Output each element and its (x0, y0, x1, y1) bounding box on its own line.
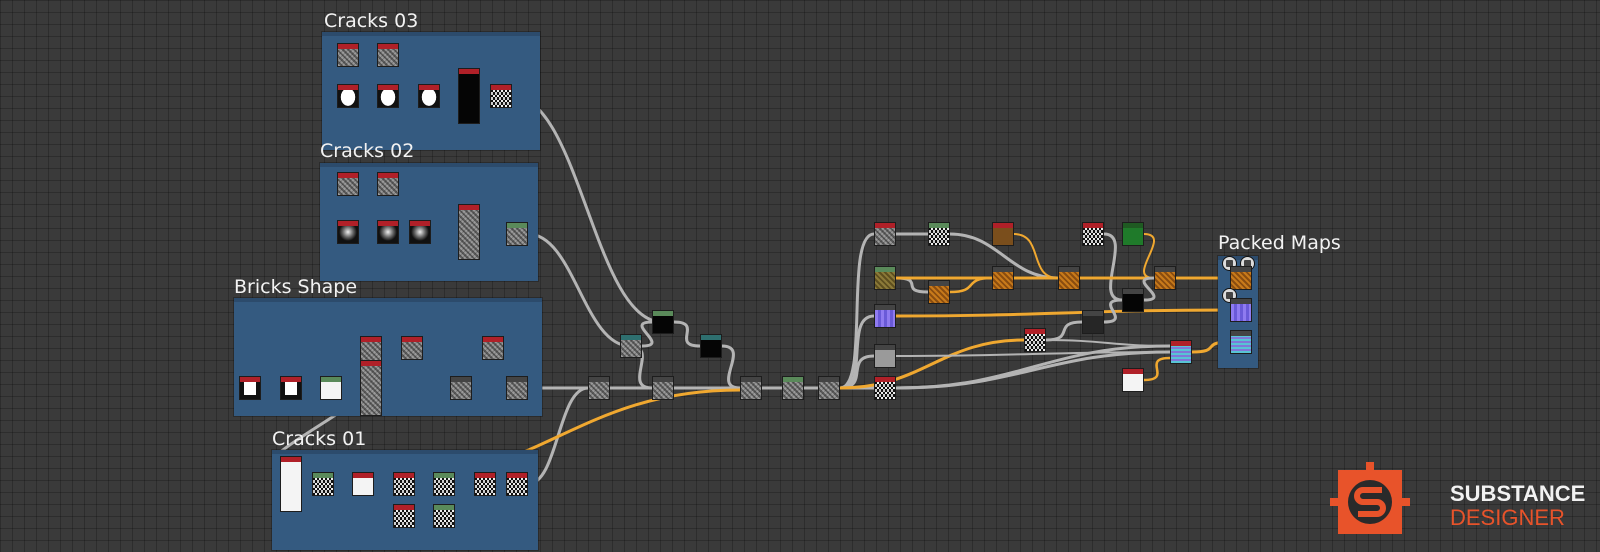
logo-text-substance: SUBSTANCE (1450, 481, 1586, 506)
node-gradient-sphere[interactable] (337, 220, 359, 244)
wire (673, 320, 701, 348)
node-blend[interactable] (1122, 288, 1144, 312)
frame-cracks-01[interactable] (272, 450, 538, 550)
wire (640, 320, 654, 348)
output-basecolor[interactable] (1230, 266, 1252, 290)
wire (895, 344, 1171, 390)
wire (1045, 320, 1083, 342)
wire (1103, 298, 1123, 324)
wire (839, 338, 1025, 390)
wire (1142, 276, 1156, 302)
node-rgba-merge[interactable] (1170, 340, 1192, 364)
node-base-color[interactable] (1058, 266, 1080, 290)
node-shape-square[interactable] (239, 376, 261, 400)
node-cracks-output[interactable] (506, 222, 528, 246)
wire (895, 276, 929, 294)
node-curvature[interactable] (928, 222, 950, 246)
node-ao[interactable] (1024, 328, 1046, 352)
wire (895, 308, 1231, 318)
node-blend[interactable] (782, 376, 804, 400)
node-noise[interactable] (377, 43, 399, 67)
node-blend[interactable] (588, 376, 610, 400)
node-tile-generator[interactable] (360, 360, 382, 416)
node-base-color[interactable] (1154, 266, 1176, 290)
node-pattern[interactable] (433, 472, 455, 496)
node-blend[interactable] (652, 376, 674, 400)
node-gradient-sphere[interactable] (377, 220, 399, 244)
node-pattern[interactable] (506, 376, 528, 400)
node-shape[interactable] (377, 84, 399, 108)
node-shape[interactable] (418, 84, 440, 108)
node-grayscale[interactable] (874, 344, 896, 368)
node-pattern[interactable] (352, 472, 374, 496)
node-gradient-sphere[interactable] (409, 220, 431, 244)
wire (527, 232, 631, 348)
node-cracks-output[interactable] (490, 84, 512, 108)
node-pattern[interactable] (506, 472, 528, 496)
node-blend[interactable] (818, 376, 840, 400)
node-noise[interactable] (377, 172, 399, 196)
node-shape[interactable] (337, 84, 359, 108)
node-color[interactable] (1122, 222, 1144, 246)
node-noise[interactable] (337, 43, 359, 67)
wire (949, 276, 993, 294)
node-pattern[interactable] (401, 336, 423, 360)
node-tile-generator[interactable] (280, 456, 302, 512)
wire (721, 344, 741, 390)
node-pattern[interactable] (450, 376, 472, 400)
output-packed[interactable] (1230, 330, 1252, 354)
node-shape-square[interactable] (320, 376, 342, 400)
frame-title-cracks-03: Cracks 03 (324, 10, 419, 32)
node-color[interactable] (992, 222, 1014, 246)
node-roughness[interactable] (1082, 310, 1104, 334)
wire (1143, 233, 1155, 279)
node-blend[interactable] (458, 204, 480, 260)
node-normal[interactable] (874, 304, 896, 328)
node-base-color[interactable] (928, 280, 950, 304)
wire (1103, 232, 1123, 302)
node-pattern[interactable] (393, 504, 415, 528)
wire (949, 232, 1059, 280)
wire (1143, 356, 1171, 382)
node-base-color[interactable] (874, 266, 896, 290)
node-base-color[interactable] (992, 266, 1014, 290)
node-pattern[interactable] (393, 472, 415, 496)
node-noise[interactable] (337, 172, 359, 196)
node-pattern[interactable] (312, 472, 334, 496)
node-blend[interactable] (652, 310, 674, 334)
substance-s-logo-icon (1330, 462, 1410, 534)
wire (839, 232, 875, 390)
frame-title-cracks-01: Cracks 01 (272, 428, 367, 450)
wire (1045, 339, 1171, 347)
frame-title-packed-maps: Packed Maps (1218, 232, 1341, 254)
node-pattern[interactable] (482, 336, 504, 360)
frame-title-bricks-shape: Bricks Shape (234, 276, 358, 298)
logo-text-designer: DESIGNER (1450, 505, 1565, 530)
node-blend[interactable] (620, 334, 642, 358)
node-height[interactable] (874, 222, 896, 246)
node-blend[interactable] (700, 334, 722, 358)
node-pattern[interactable] (433, 504, 455, 528)
wire (1013, 233, 1059, 279)
wire (839, 314, 875, 390)
output-normal[interactable] (1230, 298, 1252, 322)
frame-title-cracks-02: Cracks 02 (320, 140, 415, 162)
node-shape-square[interactable] (280, 376, 302, 400)
node-mask[interactable] (1082, 222, 1104, 246)
node-blend[interactable] (740, 376, 762, 400)
node-height[interactable] (874, 376, 896, 400)
node-blend[interactable] (458, 68, 480, 124)
node-uniform-color[interactable] (1122, 368, 1144, 392)
node-pattern[interactable] (474, 472, 496, 496)
